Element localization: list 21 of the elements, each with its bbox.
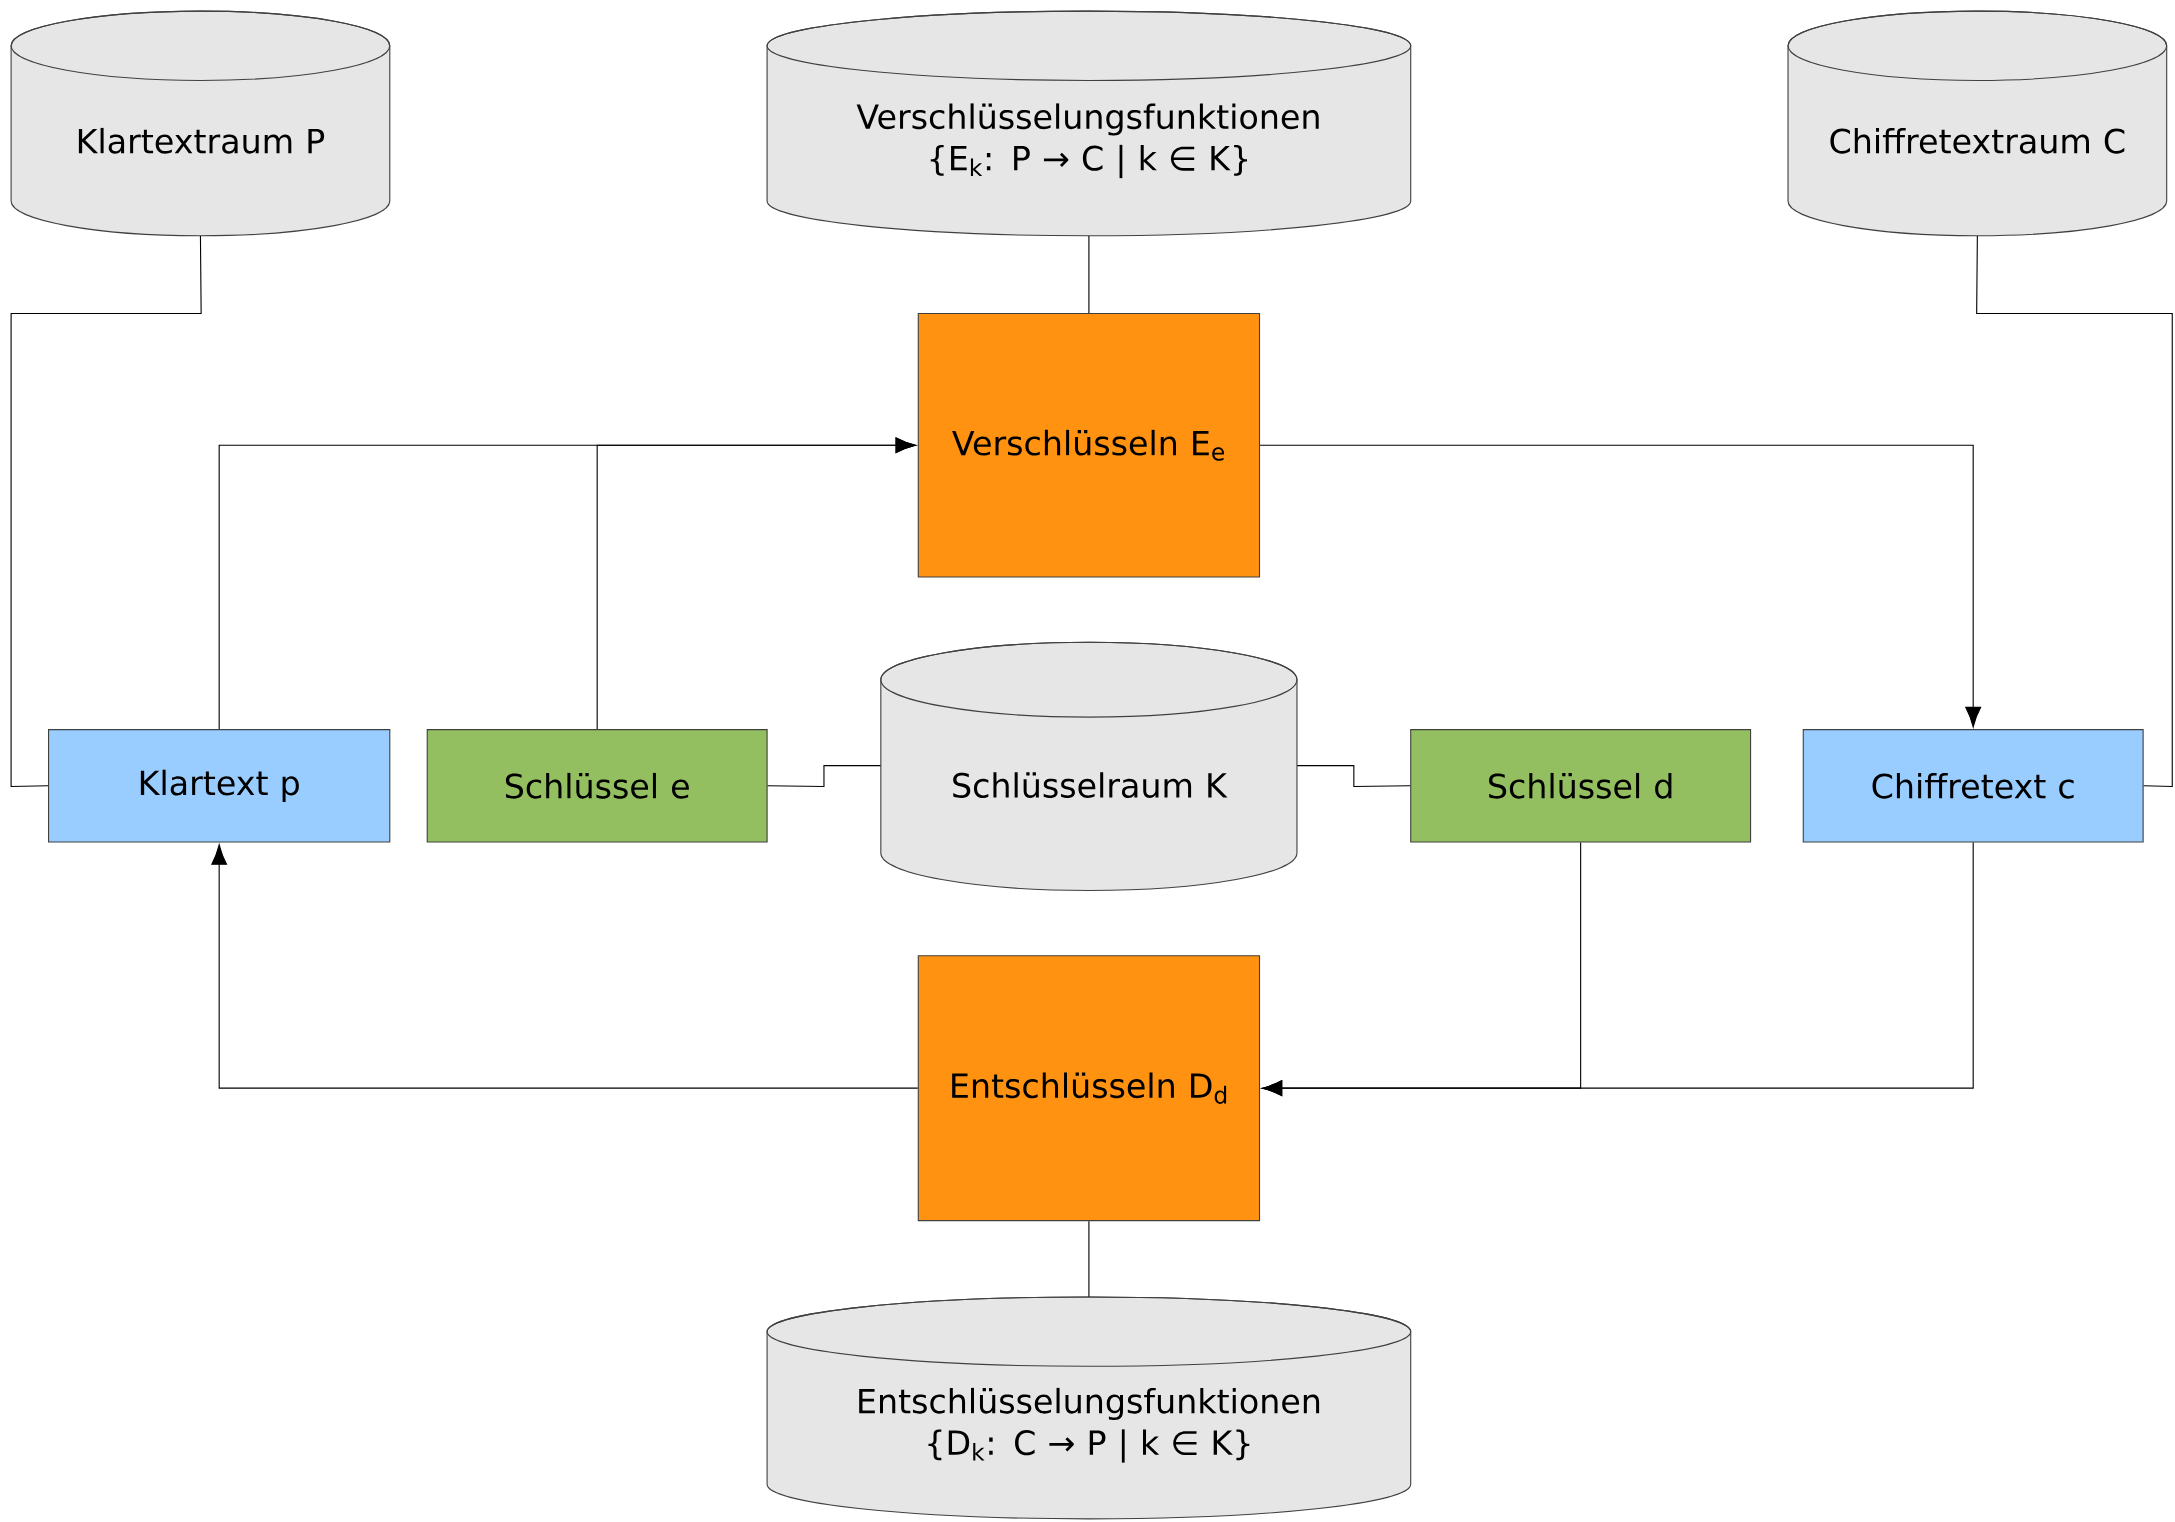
process-box: Schlüssel e — [426, 729, 768, 843]
database-cylinder: Klartextraum P — [10, 10, 391, 237]
process-box: Entschlüsseln D$_{d}$ — [917, 955, 1261, 1222]
connector — [10, 235, 202, 788]
database-cylinder: Entschlüsselungsfunktionen {D$_{k}$: C → P | k ∈ K} — [766, 1296, 1412, 1520]
connector — [1976, 235, 2173, 788]
connector — [767, 765, 882, 788]
connector — [1261, 842, 1974, 1097]
connector — [1259, 444, 1982, 728]
connector — [596, 437, 916, 730]
database-cylinder: Chiffretextraum C — [1787, 10, 2168, 237]
connector — [1088, 1220, 1090, 1298]
database-cylinder: Verschlüsselungsfunktionen {E$_{k}$: P → C | k ∈ K} — [766, 10, 1412, 237]
process-box: Chiffretext c — [1802, 729, 2144, 843]
process-box: Schlüssel d — [1410, 729, 1752, 843]
process-box: Verschlüsseln E$_{e}$ — [917, 313, 1261, 578]
connector — [1296, 765, 1411, 788]
connector — [211, 844, 919, 1089]
process-box: Klartext p — [48, 729, 391, 843]
database-cylinder: Schlüsselraum K — [880, 641, 1298, 892]
connector — [1088, 235, 1090, 314]
